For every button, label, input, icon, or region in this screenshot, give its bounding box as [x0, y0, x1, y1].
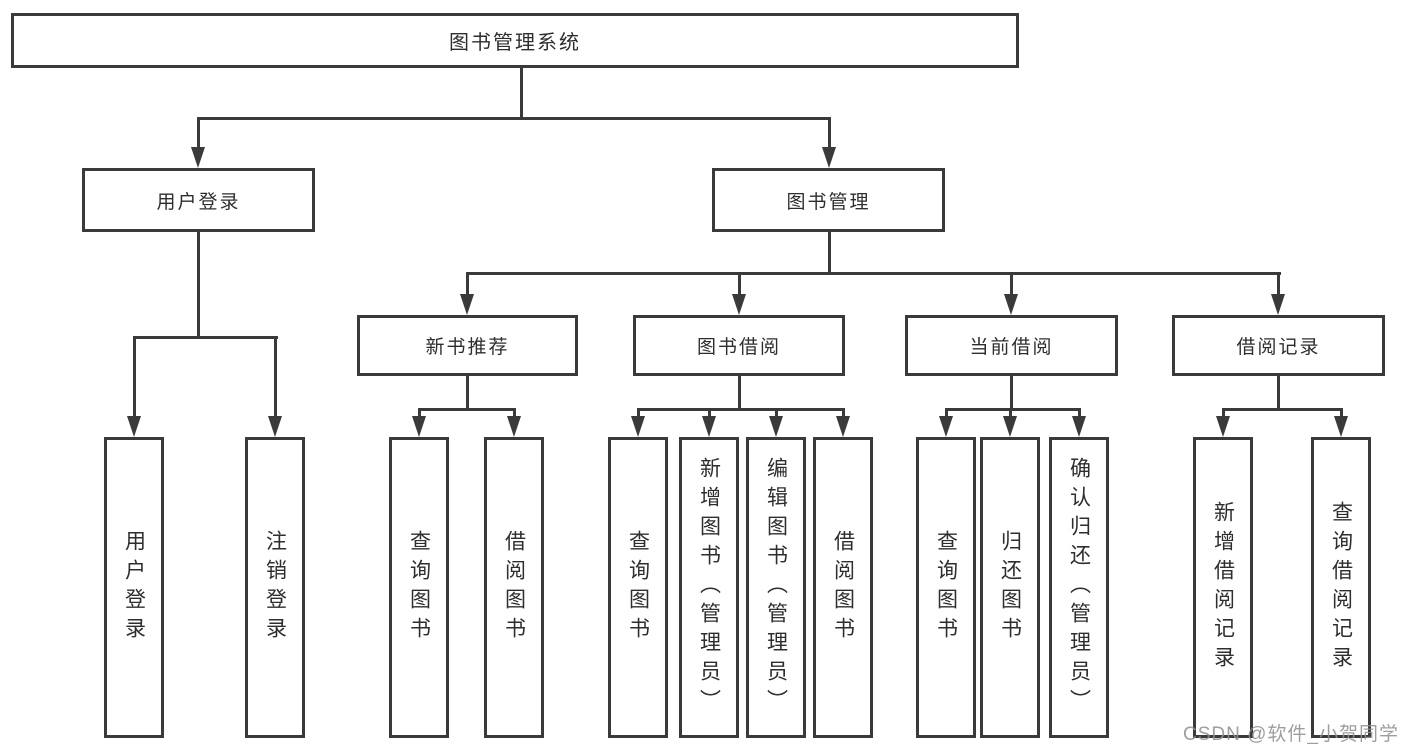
connector-line [1222, 408, 1225, 420]
arrow-down-icon [631, 416, 645, 437]
leaf-logout: 注销登录 [245, 437, 305, 738]
arrow-down-icon [702, 416, 716, 437]
connector-line [1010, 376, 1013, 408]
connector-line [1078, 408, 1081, 420]
connector-line [738, 272, 741, 296]
arrow-down-icon [939, 416, 953, 437]
arrow-down-icon [268, 416, 282, 437]
node-book-borrowing: 图书借阅 [633, 315, 845, 376]
node-label: 查询借阅记录 [1329, 500, 1353, 675]
node-label: 注销登录 [263, 529, 287, 646]
leaf-add-borrow-record: 新增借阅记录 [1193, 437, 1253, 738]
node-library-management-system: 图书管理系统 [11, 13, 1019, 68]
connector-line [513, 408, 516, 420]
connector-line [775, 408, 778, 420]
node-label: 借阅图书 [831, 529, 855, 646]
connector-line [637, 408, 845, 411]
arrow-down-icon [836, 416, 850, 437]
watermark-text: CSDN @软件_小贺同学 [1183, 724, 1399, 745]
arrow-down-icon [507, 416, 521, 437]
node-label: 查询图书 [626, 529, 650, 646]
leaf-confirm-return-admin: 确认归还（管理员） [1049, 437, 1109, 738]
node-current-borrowing: 当前借阅 [905, 315, 1118, 376]
connector-line [828, 232, 831, 272]
connector-line [466, 376, 469, 408]
node-label: 用户登录 [122, 529, 146, 646]
node-label: 借阅记录 [1236, 337, 1321, 358]
node-label: 查询图书 [934, 529, 958, 646]
connector-line [133, 336, 136, 417]
connector-line [133, 336, 278, 339]
leaf-query-books: 查询图书 [389, 437, 449, 738]
connector-line [828, 117, 831, 148]
node-borrowing-records: 借阅记录 [1172, 315, 1385, 376]
node-label: 新增借阅记录 [1211, 500, 1235, 675]
arrow-down-icon [732, 294, 746, 315]
arrow-down-icon [191, 147, 205, 168]
arrow-down-icon [1216, 416, 1230, 437]
connector-line [708, 408, 711, 420]
connector-line [1222, 408, 1343, 411]
arrow-down-icon [1072, 416, 1086, 437]
node-label: 新书推荐 [425, 337, 510, 358]
arrow-down-icon [1003, 416, 1017, 437]
node-label: 图书管理系统 [449, 32, 581, 54]
leaf-edit-books-admin: 编辑图书（管理员） [746, 437, 806, 738]
arrow-down-icon [460, 294, 474, 315]
arrow-down-icon [127, 416, 141, 437]
node-new-book-recommendation: 新书推荐 [357, 315, 578, 376]
node-label: 编辑图书（管理员） [764, 457, 788, 718]
arrow-down-icon [1271, 294, 1285, 315]
leaf-borrow-books-2: 借阅图书 [813, 437, 873, 738]
leaf-return-books: 归还图书 [980, 437, 1040, 738]
connector-line [418, 408, 516, 411]
connector-line [197, 232, 200, 336]
leaf-query-books-3: 查询图书 [916, 437, 976, 738]
leaf-borrow-books: 借阅图书 [484, 437, 544, 738]
leaf-add-books-admin: 新增图书（管理员） [679, 437, 739, 738]
arrow-down-icon [769, 416, 783, 437]
connector-line [418, 408, 421, 420]
arrow-down-icon [822, 147, 836, 168]
node-label: 借阅图书 [502, 529, 526, 646]
connector-line [197, 117, 200, 148]
connector-line [637, 408, 640, 420]
node-label: 当前借阅 [969, 337, 1054, 358]
leaf-query-books-2: 查询图书 [608, 437, 668, 738]
arrow-down-icon [1334, 416, 1348, 437]
connector-line [842, 408, 845, 420]
connector-line [1277, 272, 1280, 296]
node-book-management: 图书管理 [712, 168, 945, 232]
leaf-user-login: 用户登录 [104, 437, 164, 738]
node-label: 确认归还（管理员） [1067, 457, 1091, 718]
node-label: 新增图书（管理员） [697, 457, 721, 718]
node-label: 图书借阅 [696, 337, 781, 358]
connector-line [466, 272, 469, 296]
node-label: 图书管理 [786, 191, 871, 213]
node-label: 归还图书 [998, 529, 1022, 646]
connector-line [1009, 408, 1012, 420]
connector-line [738, 376, 741, 408]
connector-line [520, 68, 523, 117]
node-user-login: 用户登录 [82, 168, 315, 232]
connector-line [1010, 272, 1013, 296]
node-label: 用户登录 [156, 191, 241, 213]
connector-line [466, 272, 1281, 275]
connector-line [945, 408, 948, 420]
connector-line [197, 117, 831, 120]
connector-line [1340, 408, 1343, 420]
node-label: 查询图书 [407, 529, 431, 646]
connector-line [945, 408, 1081, 411]
leaf-query-borrow-record: 查询借阅记录 [1311, 437, 1371, 738]
arrow-down-icon [1004, 294, 1018, 315]
connector-line [1277, 376, 1280, 408]
connector-line [274, 336, 277, 417]
arrow-down-icon [412, 416, 426, 437]
